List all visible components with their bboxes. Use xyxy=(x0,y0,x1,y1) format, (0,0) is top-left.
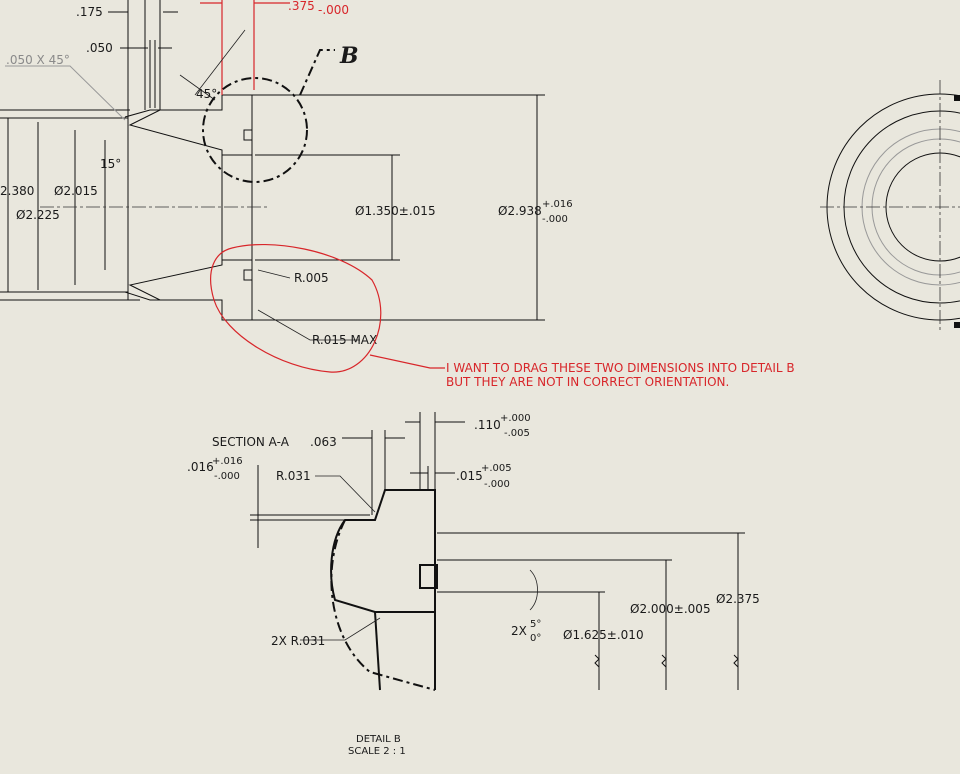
dim-dia-2225[interactable]: Ø2.225 xyxy=(16,208,60,222)
markup-circle xyxy=(210,243,382,373)
dim-dia-2015[interactable]: Ø2.015 xyxy=(54,184,98,198)
dim-dia-2000[interactable]: Ø2.000±.005 xyxy=(630,602,711,616)
markup-note-line1: I WANT TO DRAG THESE TWO DIMENSIONS INTO… xyxy=(446,361,795,375)
dim-r015-max[interactable]: R.015 MAX xyxy=(312,333,377,347)
section-hatch-upper xyxy=(128,94,253,156)
dim-2x-r031[interactable]: 2X R.031 xyxy=(271,634,325,648)
detail-label-b[interactable]: B xyxy=(339,43,359,69)
dim-angle-2x[interactable]: 2X xyxy=(511,624,527,638)
dim-063[interactable]: .063 xyxy=(310,435,337,449)
detail-title: DETAIL B xyxy=(356,734,401,745)
dim-015[interactable]: .015 xyxy=(456,469,483,483)
dim-r031[interactable]: R.031 xyxy=(276,469,311,483)
dim-dia-2375[interactable]: Ø2.375 xyxy=(716,592,760,606)
dim-016[interactable]: .016 xyxy=(187,460,214,474)
dim-chamfer[interactable]: .050 X 45° xyxy=(6,53,70,67)
markup-note-line2: BUT THEY ARE NOT IN CORRECT ORIENTATION. xyxy=(446,375,729,389)
dim-dia-1625[interactable]: Ø1.625±.010 xyxy=(563,628,644,642)
dim-015-plus[interactable]: +.005 xyxy=(481,463,512,474)
dim-050[interactable]: .050 xyxy=(86,41,113,55)
detail-b-circle[interactable] xyxy=(202,77,308,183)
dim-angle-45[interactable]: 45° xyxy=(196,87,217,101)
dim-dia-2938-minus[interactable]: -.000 xyxy=(542,214,568,225)
side-view[interactable] xyxy=(820,80,960,330)
dim-375-tol[interactable]: -.000 xyxy=(318,3,349,17)
dim-016-plus[interactable]: +.016 xyxy=(212,456,243,467)
dim-015-minus[interactable]: -.000 xyxy=(484,479,510,490)
dim-angle-minus[interactable]: 0° xyxy=(530,633,541,644)
dim-angle-15[interactable]: 15° xyxy=(100,157,121,171)
dim-dia-2938[interactable]: Ø2.938 xyxy=(498,204,542,218)
detail-section-label: SECTION A-A xyxy=(212,435,290,449)
markup-leader xyxy=(369,354,445,369)
section-hatch-lower xyxy=(128,259,253,321)
dim-dia-1350[interactable]: Ø1.350±.015 xyxy=(355,204,436,218)
detail-scale: SCALE 2 : 1 xyxy=(348,746,406,757)
dim-110-plus[interactable]: +.000 xyxy=(500,413,531,424)
detail-hatch xyxy=(330,489,436,613)
dim-dia-2938-plus[interactable]: +.016 xyxy=(542,199,573,210)
dim-dia-2380[interactable]: 2.380 xyxy=(0,184,34,198)
dim-angle-plus[interactable]: 5° xyxy=(530,619,541,630)
dim-110-minus[interactable]: -.005 xyxy=(504,428,530,439)
dim-375[interactable]: .375 xyxy=(288,0,315,13)
dim-r005[interactable]: R.005 xyxy=(294,271,329,285)
dim-016-minus[interactable]: -.000 xyxy=(214,471,240,482)
dim-175[interactable]: .175 xyxy=(76,5,103,19)
section-view[interactable] xyxy=(0,0,545,341)
detail-b-view[interactable] xyxy=(250,412,745,691)
dim-110[interactable]: .110 xyxy=(474,418,501,432)
